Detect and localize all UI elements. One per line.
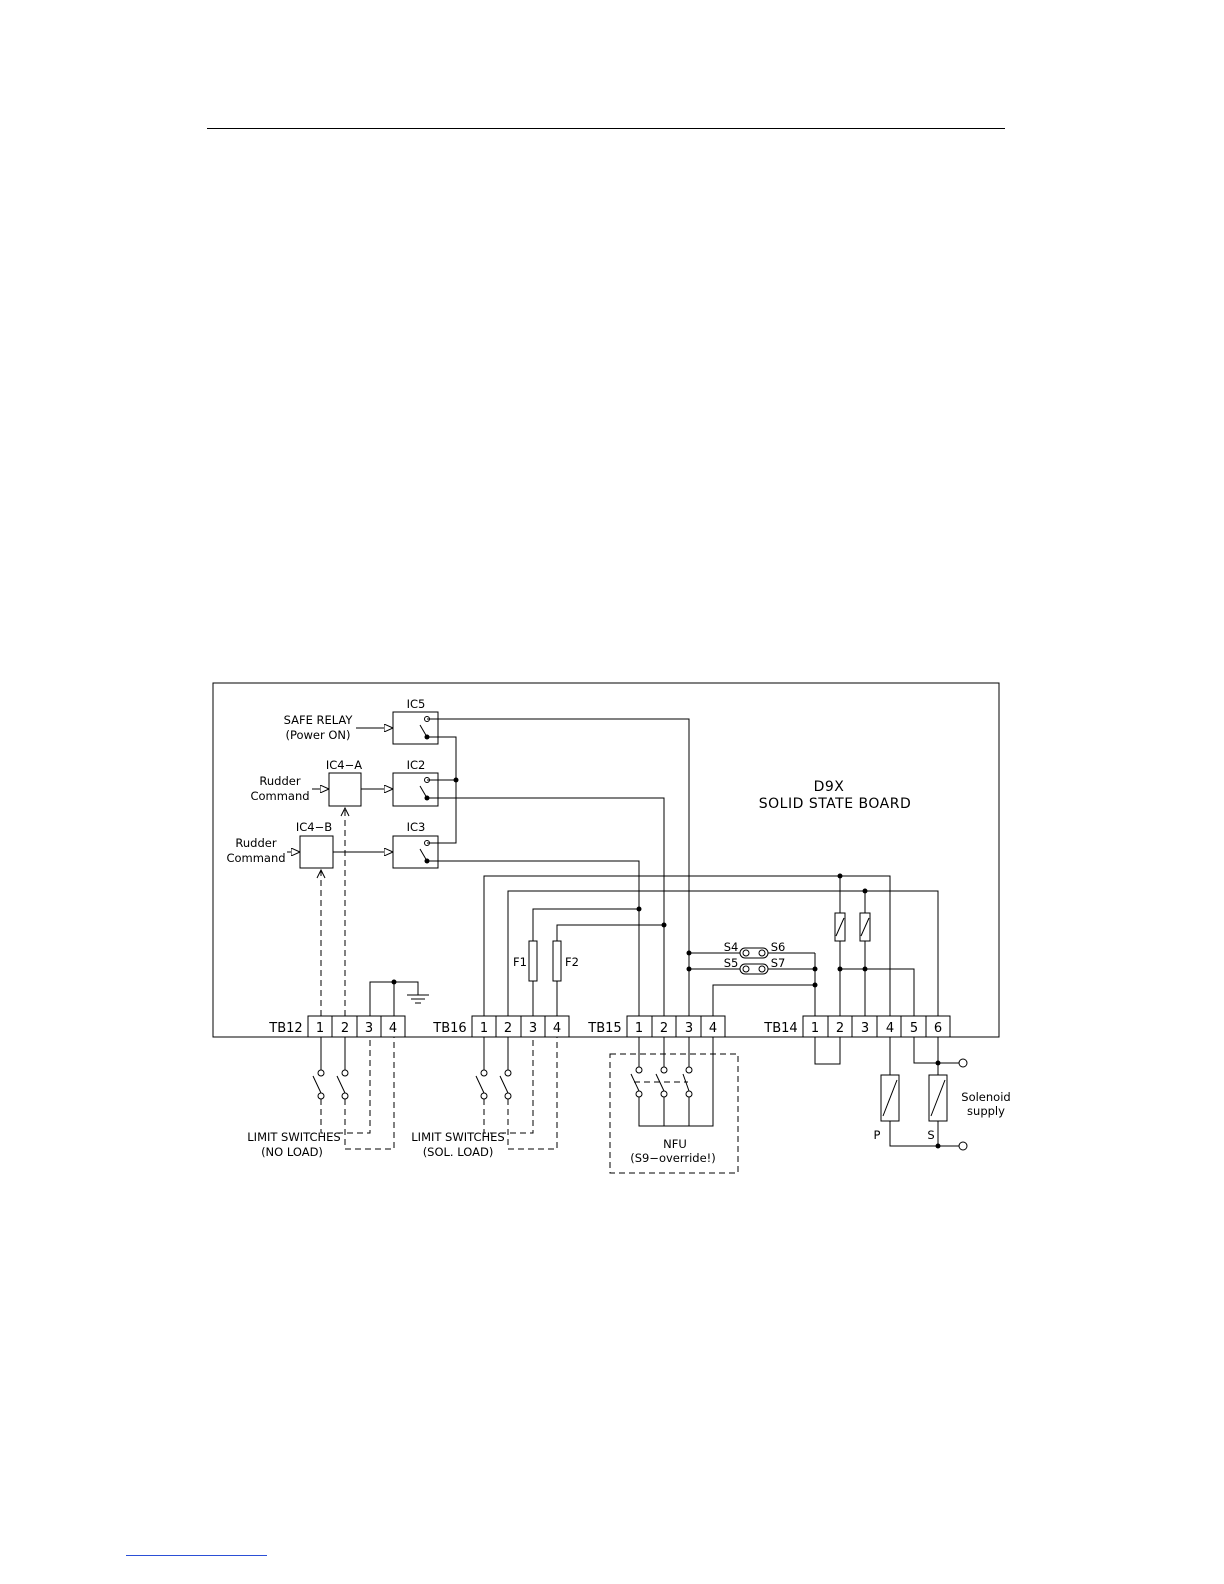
tb14-pin-3: 3 [861,1021,869,1036]
nfu-sublabel: (S9−override!) [630,1151,716,1165]
tb12-pin-1: 1 [316,1021,324,1036]
ic3-relay [393,836,438,868]
supply-terminal-bottom [959,1142,967,1150]
limit-switches-sol-load-sublabel: (SOL. LOAD) [423,1145,494,1159]
ic5-label: IC5 [407,697,426,711]
supply-terminal-top [959,1059,967,1067]
tb16-pin-4: 4 [553,1021,561,1036]
board-title: D9X [814,779,845,795]
solenoid-supply-label: Solenoid [961,1090,1010,1104]
s4-label: S4 [724,940,739,954]
tb14-pin-5: 5 [910,1021,918,1036]
ic4a-block [329,773,361,806]
tb12-pin-2: 2 [341,1021,349,1036]
s5-label: S5 [724,956,739,970]
tb15-pin-2: 2 [660,1021,668,1036]
ic3-label: IC3 [407,820,426,834]
ic4a-label: IC4−A [326,758,362,772]
footer-link-underline[interactable] [126,1555,267,1556]
ic2-relay [393,773,438,806]
tb12-pin-3: 3 [365,1021,373,1036]
tb14-label: TB14 [763,1021,797,1036]
ic4b-block [300,836,333,868]
tb15-pin-1: 1 [635,1021,643,1036]
tb14-pin-4: 4 [886,1021,894,1036]
tb16-label: TB16 [432,1021,466,1036]
solenoid-supply-sublabel: supply [967,1104,1005,1118]
tb16-pin-2: 2 [504,1021,512,1036]
terminal-strip [308,1016,950,1037]
board-subtitle: SOLID STATE BOARD [759,796,911,812]
tb16-pin-3: 3 [529,1021,537,1036]
rudder-command-b-sublabel: Command [226,851,285,865]
rudder-command-b-label: Rudder [235,836,276,850]
tb16-pin-1: 1 [480,1021,488,1036]
ground-icon [407,995,429,1003]
limit-switches-sol-load-label: LIMIT SWITCHES [411,1130,504,1144]
rudder-command-a-label: Rudder [259,774,300,788]
tb15-pin-4: 4 [709,1021,717,1036]
limit-switches-no-load-label: LIMIT SWITCHES [247,1130,340,1144]
safe-relay-label: SAFE RELAY [284,713,354,727]
solenoid-s-label: S [927,1128,934,1142]
s7-label: S7 [771,956,786,970]
solenoid-p-label: P [874,1128,881,1142]
jumper-s4-s6 [740,948,768,958]
ic4b-label: IC4−B [296,820,332,834]
fuse-f1 [529,941,537,981]
tb12-pin-4: 4 [389,1021,397,1036]
ic2-label: IC2 [407,758,426,772]
ic5-relay [393,712,438,744]
tb14-pin-2: 2 [836,1021,844,1036]
safe-relay-sublabel: (Power ON) [285,728,350,742]
rudder-command-a-sublabel: Command [250,789,309,803]
jumper-s5-s7 [740,964,768,974]
limit-switches-no-load-sublabel: (NO LOAD) [261,1145,323,1159]
tb12-label: TB12 [268,1021,302,1036]
f2-label: F2 [565,955,579,969]
f1-label: F1 [513,955,527,969]
s6-label: S6 [771,940,786,954]
nfu-label: NFU [663,1137,687,1151]
tb14-pin-6: 6 [934,1021,942,1036]
tb14-pin-1: 1 [811,1021,819,1036]
tb15-pin-3: 3 [685,1021,693,1036]
fuse-f2 [553,941,561,981]
tb15-label: TB15 [587,1021,621,1036]
